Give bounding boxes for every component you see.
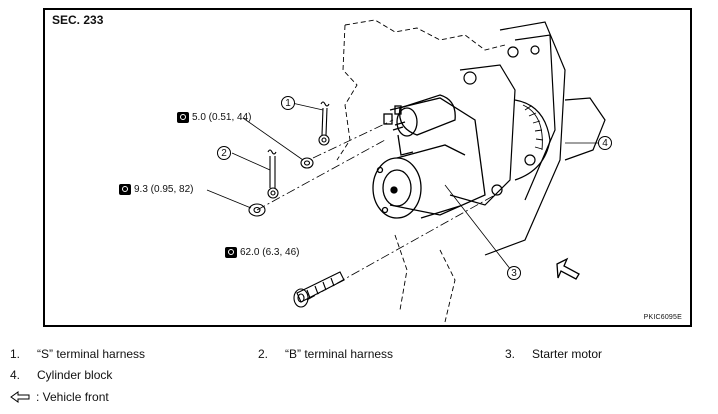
cylinder-block: [484, 21, 606, 256]
legend-number: 3.: [505, 347, 516, 361]
flywheel-gear: [522, 104, 544, 151]
section-label: SEC. 233: [52, 13, 104, 27]
legend-item-4: 4. Cylinder block: [10, 368, 112, 382]
legend-number: 2.: [258, 347, 269, 361]
terminal-nut-b: [248, 203, 266, 217]
torque-value: 5.0 (0.51, 44): [192, 112, 252, 123]
cylinder-block-outline: [336, 19, 506, 323]
torque-wrench-icon: [177, 112, 189, 123]
leader-lines: [206, 102, 598, 271]
legend-item-1: 1. “S” terminal harness: [10, 347, 145, 361]
legend-number: 4.: [10, 368, 21, 382]
torque-label-b-nut: 9.3 (0.95, 82): [119, 184, 193, 195]
torque-wrench-icon: [225, 247, 237, 258]
torque-label-s-nut: 5.0 (0.51, 44): [177, 112, 251, 123]
vehicle-front-arrow-icon: [10, 391, 30, 403]
torque-value: 9.3 (0.95, 82): [134, 184, 194, 195]
starter-motor-illustration: [206, 19, 606, 323]
mounting-bolt: [293, 271, 345, 308]
vehicle-front-arrow: [556, 257, 580, 280]
assembly-lines: [256, 119, 496, 301]
callout-1: 1: [281, 96, 295, 110]
legend-item-3: 3. Starter motor: [505, 347, 602, 361]
vehicle-front-legend: : Vehicle front: [10, 390, 109, 404]
figure-code: PKIC6095E: [643, 314, 682, 321]
legend-text: “B” terminal harness: [285, 347, 394, 361]
torque-label-bolt: 62.0 (6.3, 46): [225, 247, 299, 258]
legend-number: 1.: [10, 347, 21, 361]
callout-4: 4: [598, 136, 612, 150]
starter-motor-body: [372, 94, 486, 219]
legend-text: Cylinder block: [37, 368, 113, 382]
callout-2: 2: [217, 146, 231, 160]
legend-text: Starter motor: [532, 347, 603, 361]
starter-bracket: [449, 64, 551, 206]
legend-text: “S” terminal harness: [37, 347, 146, 361]
callout-3: 3: [507, 266, 521, 280]
torque-wrench-icon: [119, 184, 131, 195]
diagram-frame: SEC. 233 5.0 (0.51, 44) 9.3 (0.95, 82) 6…: [43, 8, 692, 327]
b-terminal-harness: [267, 149, 279, 199]
terminal-nut-s: [300, 157, 314, 169]
s-terminal-harness: [318, 101, 330, 146]
legend-item-2: 2. “B” terminal harness: [258, 347, 393, 361]
vehicle-front-label: : Vehicle front: [36, 390, 109, 404]
torque-value: 62.0 (6.3, 46): [240, 247, 300, 258]
